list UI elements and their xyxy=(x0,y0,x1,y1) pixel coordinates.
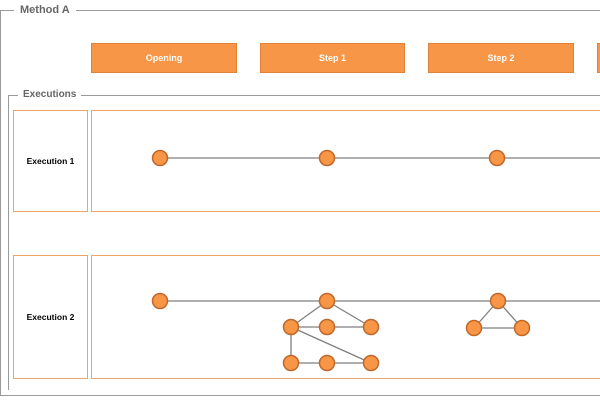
execution-2-lane xyxy=(91,255,600,379)
execution-1-label: Execution 1 xyxy=(13,110,88,212)
method-title: Method A xyxy=(14,3,76,17)
executions-group xyxy=(8,95,600,390)
step-header-step-3[interactable] xyxy=(597,43,600,73)
method-group xyxy=(0,10,600,396)
executions-title: Executions xyxy=(18,88,82,102)
execution-2-label: Execution 2 xyxy=(13,255,88,379)
step-header-step-1[interactable]: Step 1 xyxy=(260,43,405,73)
step-header-opening[interactable]: Opening xyxy=(91,43,237,73)
step-header-step-2[interactable]: Step 2 xyxy=(428,43,574,73)
execution-1-lane xyxy=(91,110,600,212)
